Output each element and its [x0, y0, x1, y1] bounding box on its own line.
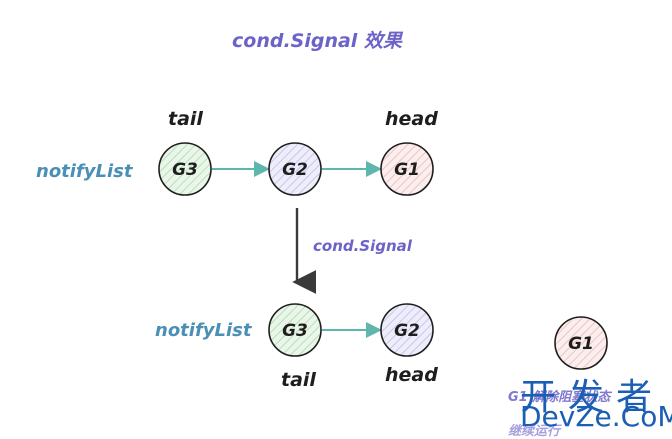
node-g3-after-label: G3: [282, 321, 308, 341]
node-g1-released-label: G1: [568, 334, 594, 354]
diagram-title: cond.Signal 效果: [232, 30, 402, 52]
released-note-line2: 继续运行: [508, 424, 561, 439]
signal-operation-label: cond.Signal: [313, 237, 412, 255]
released-note-line1: G1 解除阻塞状态: [508, 390, 611, 405]
node-g2-after-label: G2: [394, 321, 420, 341]
node-g1-before: G1: [380, 142, 434, 196]
node-g3-before-label: G3: [172, 160, 198, 180]
node-g3-after: G3: [268, 303, 322, 357]
head-label-after: head: [385, 364, 438, 386]
notifylist-label-before: notifyList: [36, 161, 133, 182]
node-g2-before: G2: [268, 142, 322, 196]
node-g2-before-label: G2: [282, 160, 308, 180]
notifylist-label-after: notifyList: [155, 320, 252, 341]
tail-label-after: tail: [281, 369, 316, 391]
tail-label-before: tail: [168, 108, 203, 130]
node-g3-before: G3: [158, 142, 212, 196]
node-g1-before-label: G1: [394, 160, 420, 180]
head-label-before: head: [385, 108, 438, 130]
watermark-en: DevZe.CoM: [520, 400, 672, 433]
node-g2-after: G2: [380, 303, 434, 357]
node-g1-released: G1: [554, 316, 608, 370]
watermark-cn: 开发者: [520, 377, 665, 418]
